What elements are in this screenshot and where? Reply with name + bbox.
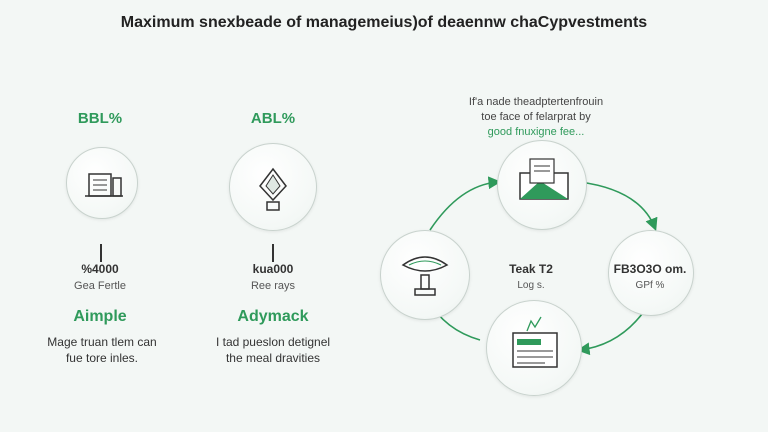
- column-label-1: Aimple: [73, 308, 127, 325]
- left-node: [380, 230, 470, 320]
- bottom-node: [486, 300, 582, 396]
- top-node: [497, 140, 587, 230]
- document-chart-icon: [512, 316, 558, 368]
- sub-2: Ree rays: [250, 280, 296, 292]
- sub-1: Gea Fertle: [74, 280, 126, 292]
- page-title: Maximum snexbeade of managemeius)of deae…: [120, 14, 648, 31]
- desc-1b: fue tore inles.: [65, 351, 139, 365]
- desc-2a: I tad pueslon detignel: [215, 335, 331, 349]
- center-node-sub: Log s.: [517, 280, 545, 291]
- cycle-note-1: If'a nade theadptertenfrouin: [468, 96, 604, 108]
- amount-1: %4000: [81, 262, 119, 276]
- desc-2b: the meal dravities: [225, 351, 321, 365]
- fountain-icon: [401, 256, 449, 296]
- amount-2: kua000: [252, 262, 294, 276]
- envelope-chart-icon: [519, 158, 569, 200]
- percent-label-1: BBL%: [77, 110, 123, 127]
- stem-2: [272, 244, 274, 262]
- right-node-title: FB3O3O om.: [613, 262, 687, 276]
- building-icon: [85, 173, 123, 197]
- stem-1: [100, 244, 102, 262]
- diamond-icon-circle: [229, 143, 317, 231]
- right-node: [608, 230, 694, 316]
- cycle-note-3: good fnuxigne fee...: [487, 126, 585, 138]
- right-node-sub: GPf %: [635, 280, 665, 291]
- center-node-title: Teak T2: [509, 262, 553, 276]
- column-label-2: Adymack: [237, 308, 309, 325]
- diamond-lamp-icon: [259, 167, 287, 211]
- desc-1a: Mage truan tlem can: [47, 335, 157, 349]
- cycle-note-2: toe face of felarprat by: [481, 111, 591, 123]
- building-icon-circle: [66, 147, 138, 219]
- percent-label-2: ABL%: [250, 110, 296, 127]
